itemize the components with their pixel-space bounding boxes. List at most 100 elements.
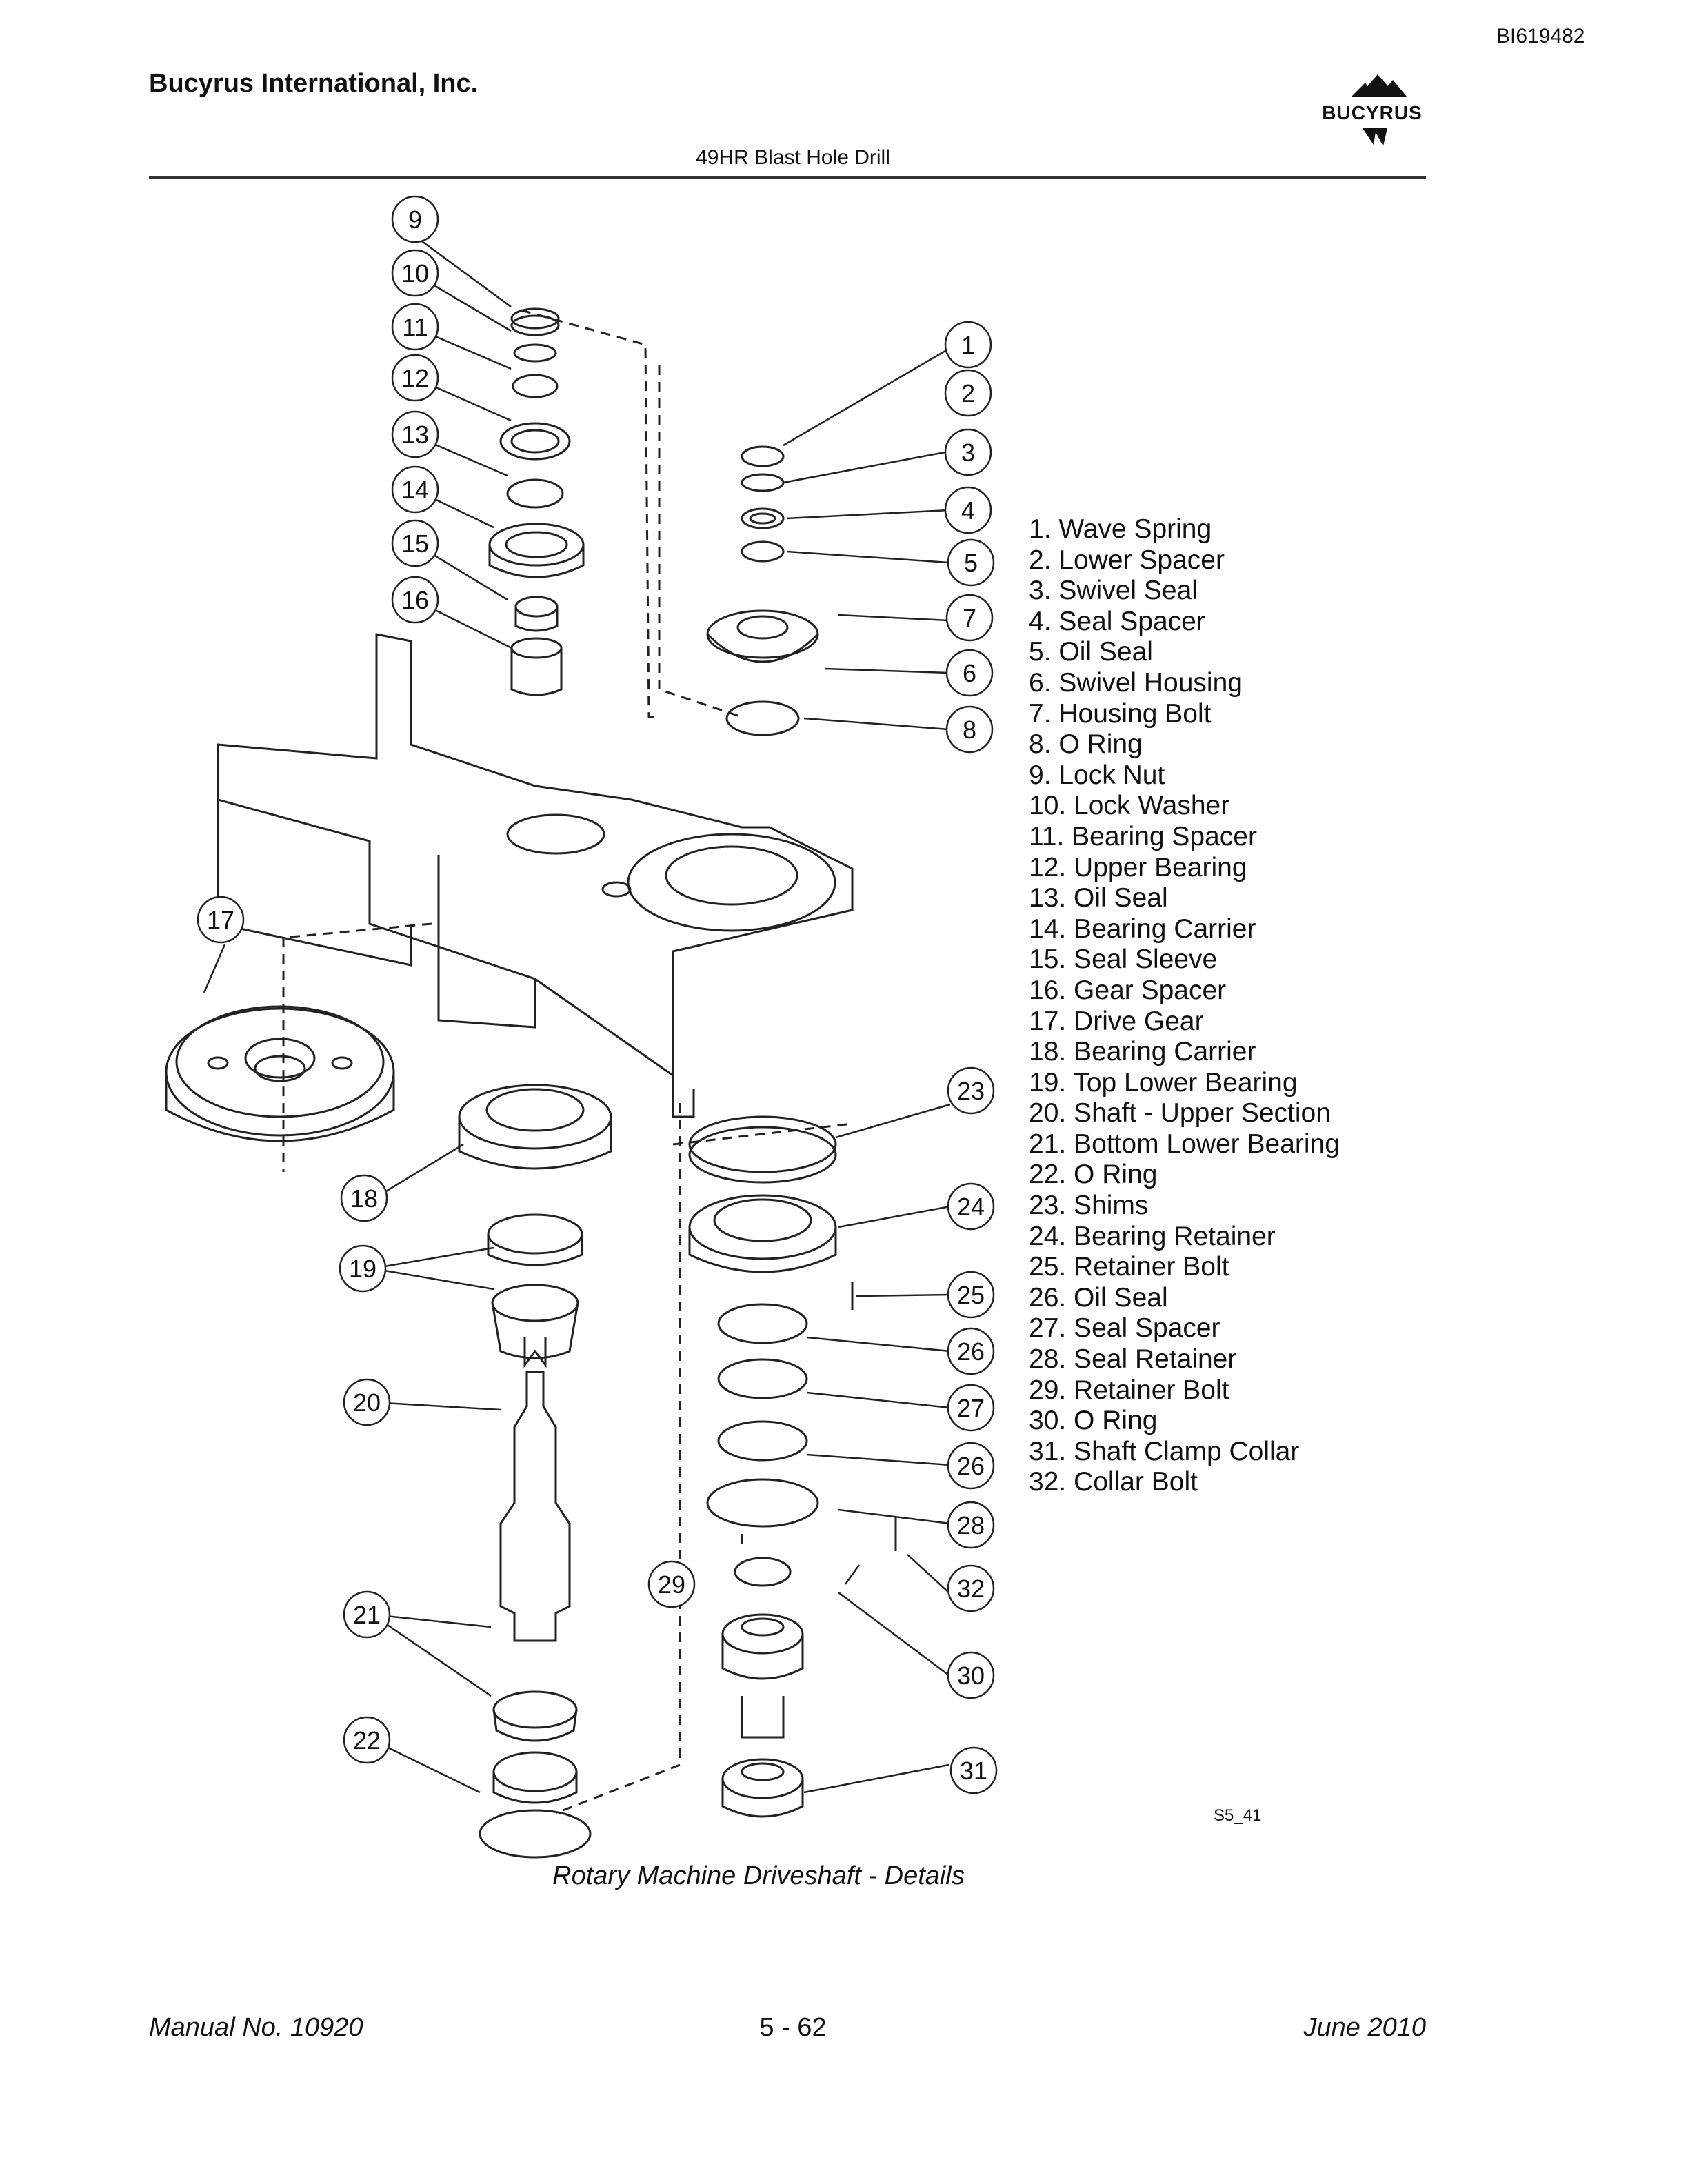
callout-1: 1 xyxy=(944,321,992,369)
callout-18: 18 xyxy=(340,1174,388,1222)
svg-text:16: 16 xyxy=(401,586,429,614)
svg-text:31: 31 xyxy=(960,1757,987,1785)
footer-page-number: 5 - 62 xyxy=(759,2013,827,2042)
callout-16: 16 xyxy=(391,576,439,624)
footer-manual-number: Manual No. 10920 xyxy=(149,2013,363,2042)
svg-text:32: 32 xyxy=(957,1575,985,1603)
callout-27: 27 xyxy=(947,1384,995,1432)
callout-12: 12 xyxy=(391,354,439,402)
callout-11: 11 xyxy=(391,303,439,351)
legend-item: 10. Lock Washer xyxy=(1029,791,1230,821)
svg-text:12: 12 xyxy=(401,364,429,392)
document-id: BI619482 xyxy=(1496,25,1585,48)
callout-15: 15 xyxy=(391,519,439,567)
legend-item: 15. Seal Sleeve xyxy=(1029,944,1218,975)
legend-item: 18. Bearing Carrier xyxy=(1029,1037,1256,1067)
svg-text:29: 29 xyxy=(658,1570,685,1599)
svg-text:1: 1 xyxy=(961,331,975,359)
svg-text:26: 26 xyxy=(957,1452,985,1480)
legend-item: 9. Lock Nut xyxy=(1029,760,1165,790)
callout-26: 26 xyxy=(947,1327,995,1375)
footer-date: June 2010 xyxy=(1303,2013,1427,2042)
bucyrus-logo: BUCYRUS xyxy=(1296,69,1448,159)
svg-text:21: 21 xyxy=(353,1601,381,1629)
legend-item: 12. Upper Bearing xyxy=(1029,852,1247,882)
callout-31: 31 xyxy=(950,1746,998,1794)
callout-17: 17 xyxy=(197,896,245,944)
callout-9: 9 xyxy=(391,195,439,243)
callout-2: 2 xyxy=(944,369,992,417)
callout-29: 29 xyxy=(647,1560,696,1608)
callout-5: 5 xyxy=(947,538,995,587)
legend-item: 30. O Ring xyxy=(1029,1406,1158,1436)
figure-id: S5_41 xyxy=(1214,1806,1262,1825)
figure-caption: Rotary Machine Driveshaft - Details xyxy=(552,1861,965,1890)
callout-25: 25 xyxy=(947,1271,995,1319)
callout-4: 4 xyxy=(944,486,992,534)
legend-item: 13. Oil Seal xyxy=(1029,883,1168,913)
svg-text:14: 14 xyxy=(401,476,429,504)
legend-item: 20. Shaft - Upper Section xyxy=(1029,1098,1331,1129)
legend-item: 19. Top Lower Bearing xyxy=(1029,1067,1298,1098)
legend-item: 5. Oil Seal xyxy=(1029,637,1153,667)
legend-item: 7. Housing Bolt xyxy=(1029,698,1212,729)
svg-text:13: 13 xyxy=(401,421,429,449)
callout-32: 32 xyxy=(947,1564,995,1612)
callout-14: 14 xyxy=(391,465,439,514)
callout-26-lower: 26 xyxy=(947,1442,995,1490)
callout-24: 24 xyxy=(947,1182,995,1231)
logo-text: BUCYRUS xyxy=(1322,102,1423,123)
svg-text:23: 23 xyxy=(957,1077,985,1105)
callout-6: 6 xyxy=(945,649,994,697)
callout-13: 13 xyxy=(391,410,439,458)
callout-19: 19 xyxy=(339,1244,387,1293)
legend-item: 3. Swivel Seal xyxy=(1029,576,1198,606)
svg-text:22: 22 xyxy=(353,1726,381,1755)
legend-item: 21. Bottom Lower Bearing xyxy=(1029,1129,1340,1159)
svg-text:4: 4 xyxy=(961,496,975,525)
callout-30: 30 xyxy=(947,1651,995,1699)
callout-23: 23 xyxy=(947,1066,995,1115)
parts-legend: 1. Wave Spring 2. Lower Spacer 3. Swivel… xyxy=(1029,514,1340,1498)
callout-7: 7 xyxy=(945,594,994,642)
svg-text:19: 19 xyxy=(349,1255,376,1283)
legend-item: 6. Swivel Housing xyxy=(1029,667,1243,698)
svg-text:27: 27 xyxy=(957,1394,985,1422)
legend-item: 1. Wave Spring xyxy=(1029,514,1212,544)
legend-item: 22. O Ring xyxy=(1029,1160,1158,1190)
svg-text:6: 6 xyxy=(963,659,976,687)
svg-text:17: 17 xyxy=(207,906,234,934)
legend-item: 25. Retainer Bolt xyxy=(1029,1252,1229,1282)
svg-text:5: 5 xyxy=(964,549,978,577)
svg-text:20: 20 xyxy=(353,1388,381,1417)
legend-item: 31. Shaft Clamp Collar xyxy=(1029,1436,1300,1466)
legend-item: 4. Seal Spacer xyxy=(1029,606,1205,636)
legend-item: 24. Bearing Retainer xyxy=(1029,1221,1276,1251)
svg-text:15: 15 xyxy=(401,529,429,558)
callout-8: 8 xyxy=(945,705,994,754)
callout-22: 22 xyxy=(343,1716,391,1764)
legend-item: 16. Gear Spacer xyxy=(1029,975,1227,1005)
header-rule xyxy=(149,176,1426,179)
callout-21: 21 xyxy=(343,1590,391,1639)
svg-text:24: 24 xyxy=(957,1193,985,1221)
legend-item: 2. Lower Spacer xyxy=(1029,545,1225,575)
svg-text:10: 10 xyxy=(401,259,429,287)
svg-text:26: 26 xyxy=(957,1337,985,1366)
svg-text:30: 30 xyxy=(957,1661,985,1690)
legend-item: 11. Bearing Spacer xyxy=(1029,821,1257,851)
callout-20: 20 xyxy=(343,1378,391,1426)
legend-item: 28. Seal Retainer xyxy=(1029,1344,1237,1375)
exploded-parts-diagram: 9 10 11 12 13 14 15 16 1 2 3 4 5 7 6 8 1… xyxy=(165,195,998,1859)
svg-text:9: 9 xyxy=(408,205,422,234)
legend-item: 26. Oil Seal xyxy=(1029,1282,1168,1313)
callout-10: 10 xyxy=(391,249,439,297)
document-subtitle: 49HR Blast Hole Drill xyxy=(696,146,890,169)
legend-item: 29. Retainer Bolt xyxy=(1029,1375,1229,1405)
svg-text:11: 11 xyxy=(402,313,428,341)
logo-mountain-icon xyxy=(1352,74,1407,146)
svg-text:2: 2 xyxy=(961,379,975,407)
company-name: Bucyrus International, Inc. xyxy=(149,69,479,98)
callout-28: 28 xyxy=(947,1501,995,1549)
legend-item: 23. Shims xyxy=(1029,1191,1149,1221)
